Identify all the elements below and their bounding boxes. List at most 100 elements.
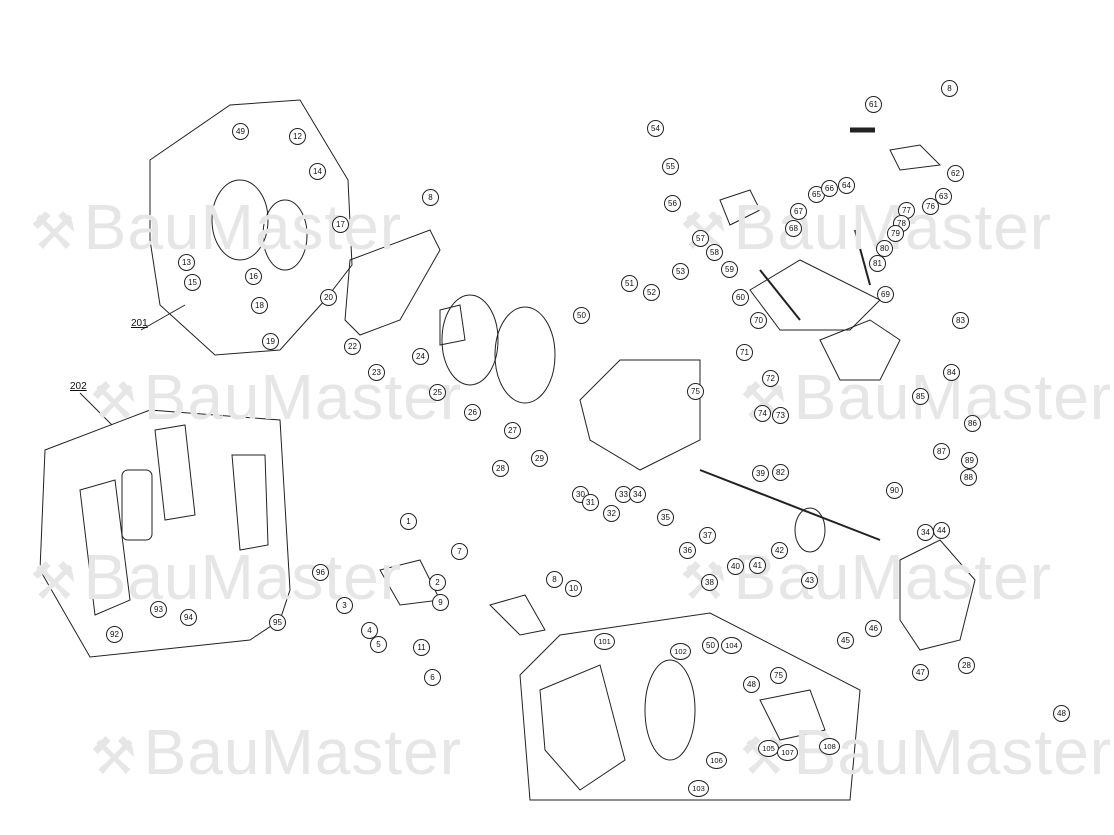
part-callout: 65 — [808, 186, 825, 203]
part-callout: 5 — [370, 636, 387, 653]
part-callout: 53 — [672, 263, 689, 280]
part-callout: 57 — [692, 230, 709, 247]
part-callout: 102 — [670, 643, 691, 660]
tools-icon: ⚒ — [30, 203, 78, 261]
part-callout: 108 — [819, 738, 840, 755]
part-callout: 107 — [777, 744, 798, 761]
part-callout: 105 — [758, 740, 779, 757]
part-callout: 16 — [245, 268, 262, 285]
part-callout: 82 — [772, 464, 789, 481]
part-callout: 9 — [432, 594, 449, 611]
part-callout: 19 — [262, 333, 279, 350]
part-callout: 80 — [876, 240, 893, 257]
part-callout: 84 — [943, 364, 960, 381]
part-callout: 93 — [150, 601, 167, 618]
part-callout: 42 — [771, 542, 788, 559]
part-callout: 95 — [269, 614, 286, 631]
part-callout: 81 — [869, 255, 886, 272]
part-callout: 51 — [621, 275, 638, 292]
part-callout: 59 — [721, 261, 738, 278]
part-callout: 106 — [706, 752, 727, 769]
tools-icon: ⚒ — [90, 373, 138, 431]
part-callout: 61 — [865, 96, 882, 113]
part-callout: 8 — [941, 80, 958, 97]
part-callout: 18 — [251, 297, 268, 314]
watermark-text: BauMaster — [143, 361, 463, 433]
part-callout: 56 — [664, 195, 681, 212]
part-callout: 48 — [743, 676, 760, 693]
part-callout: 54 — [647, 120, 664, 137]
part-callout: 58 — [706, 244, 723, 261]
part-callout: 14 — [309, 163, 326, 180]
part-callout: 27 — [504, 422, 521, 439]
part-callout: 28 — [958, 657, 975, 674]
part-callout: 85 — [912, 388, 929, 405]
part-callout: 34 — [629, 486, 646, 503]
part-callout: 101 — [594, 633, 615, 650]
part-callout: 90 — [886, 482, 903, 499]
part-callout: 7 — [451, 543, 468, 560]
part-callout: 70 — [750, 312, 767, 329]
part-callout: 22 — [344, 338, 361, 355]
part-callout: 34 — [917, 524, 934, 541]
tools-icon: ⚒ — [90, 728, 138, 786]
part-callout: 74 — [754, 405, 771, 422]
group-202-outline — [39, 409, 291, 658]
tools-icon: ⚒ — [30, 553, 78, 611]
part-callout: 66 — [821, 180, 838, 197]
part-callout: 29 — [531, 450, 548, 467]
part-callout: 8 — [546, 571, 563, 588]
part-callout: 32 — [603, 505, 620, 522]
watermark: ⚒BauMaster — [740, 715, 1112, 789]
part-callout: 10 — [565, 580, 582, 597]
part-callout: 37 — [699, 527, 716, 544]
part-callout: 62 — [947, 165, 964, 182]
part-callout: 67 — [790, 203, 807, 220]
part-callout: 44 — [933, 522, 950, 539]
part-callout: 39 — [752, 465, 769, 482]
part-callout: 12 — [289, 128, 306, 145]
part-callout: 92 — [106, 626, 123, 643]
part-callout: 71 — [736, 344, 753, 361]
part-callout: 75 — [687, 383, 704, 400]
part-callout: 73 — [772, 407, 789, 424]
part-callout: 3 — [336, 597, 353, 614]
part-callout: 4 — [361, 622, 378, 639]
part-callout: 72 — [762, 370, 779, 387]
part-callout: 86 — [964, 415, 981, 432]
part-callout: 68 — [785, 220, 802, 237]
watermark-text: BauMaster — [83, 541, 403, 613]
part-callout: 1 — [400, 513, 417, 530]
part-callout: 2 — [429, 574, 446, 591]
part-callout: 8 — [422, 189, 439, 206]
watermark-text: BauMaster — [83, 191, 403, 263]
part-callout: 47 — [912, 664, 929, 681]
part-callout: 79 — [887, 225, 904, 242]
part-callout: 96 — [312, 564, 329, 581]
part-callout: 6 — [424, 669, 441, 686]
part-callout: 23 — [368, 364, 385, 381]
group-label-202: 202 — [70, 381, 87, 392]
group-label-201: 201 — [131, 318, 148, 329]
part-callout: 38 — [701, 574, 718, 591]
part-callout: 15 — [184, 274, 201, 291]
watermark: ⚒BauMaster — [90, 360, 462, 434]
part-callout: 35 — [657, 509, 674, 526]
part-callout: 89 — [961, 452, 978, 469]
watermark: ⚒BauMaster — [680, 190, 1052, 264]
part-callout: 24 — [412, 348, 429, 365]
part-callout: 48 — [1053, 705, 1070, 722]
watermark: ⚒BauMaster — [90, 715, 462, 789]
group-engine-start-outline — [519, 612, 861, 801]
part-callout: 49 — [232, 123, 249, 140]
watermark: ⚒BauMaster — [680, 540, 1052, 614]
watermark-text: BauMaster — [793, 716, 1113, 788]
part-callout: 76 — [922, 198, 939, 215]
part-callout: 55 — [662, 158, 679, 175]
part-callout: 87 — [933, 443, 950, 460]
part-callout: 20 — [320, 289, 337, 306]
part-callout: 31 — [582, 494, 599, 511]
part-callout: 45 — [837, 632, 854, 649]
